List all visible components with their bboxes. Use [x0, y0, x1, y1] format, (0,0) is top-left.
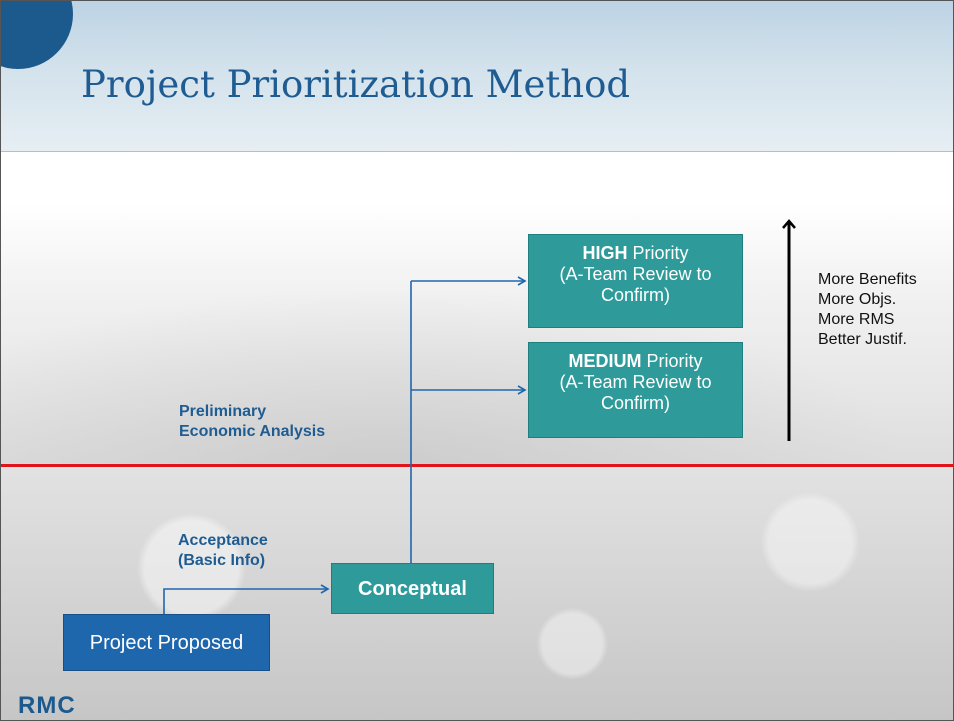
priority-word: Priority [641, 351, 703, 371]
high-confirm-line: Confirm) [600, 285, 670, 305]
benefit-item: More RMS [818, 311, 895, 328]
connector-proposed-to-conceptual [163, 584, 330, 614]
benefit-item: More Benefits [818, 271, 917, 288]
acceptance-label: Acceptance (Basic Info) [178, 531, 268, 571]
high-review-line: (A-Team Review to [559, 264, 712, 284]
slide-title: Project Prioritization Method [81, 63, 631, 106]
acceptance-line-1: Acceptance [178, 532, 268, 549]
benefits-list: More Benefits More Objs. More RMS Better… [818, 270, 917, 350]
header-band [1, 1, 953, 152]
preliminary-economic-analysis-label: Preliminary Economic Analysis [179, 402, 325, 442]
rmc-logo: RMC [18, 692, 76, 719]
priority-word: Priority [627, 243, 689, 263]
medium-label: MEDIUM [568, 351, 642, 371]
medium-priority-box: MEDIUM Priority (A-Team Review to Confir… [528, 342, 743, 438]
medium-priority-heading: MEDIUM Priority [529, 351, 742, 372]
benefit-item: Better Justif. [818, 331, 907, 348]
project-proposed-box: Project Proposed [63, 614, 270, 671]
medium-review-line: (A-Team Review to [559, 372, 712, 392]
conceptual-box: Conceptual [331, 563, 494, 614]
high-label: HIGH [582, 243, 628, 263]
high-priority-box: HIGH Priority (A-Team Review to Confirm) [528, 234, 743, 328]
background-hills [1, 271, 953, 471]
high-priority-heading: HIGH Priority [529, 243, 742, 264]
prelim-line-1: Preliminary [179, 403, 267, 420]
acceptance-line-2: (Basic Info) [178, 552, 266, 569]
threshold-red-line [1, 464, 953, 467]
benefit-item: More Objs. [818, 291, 897, 308]
prelim-line-2: Economic Analysis [179, 423, 326, 440]
medium-confirm-line: Confirm) [600, 393, 670, 413]
